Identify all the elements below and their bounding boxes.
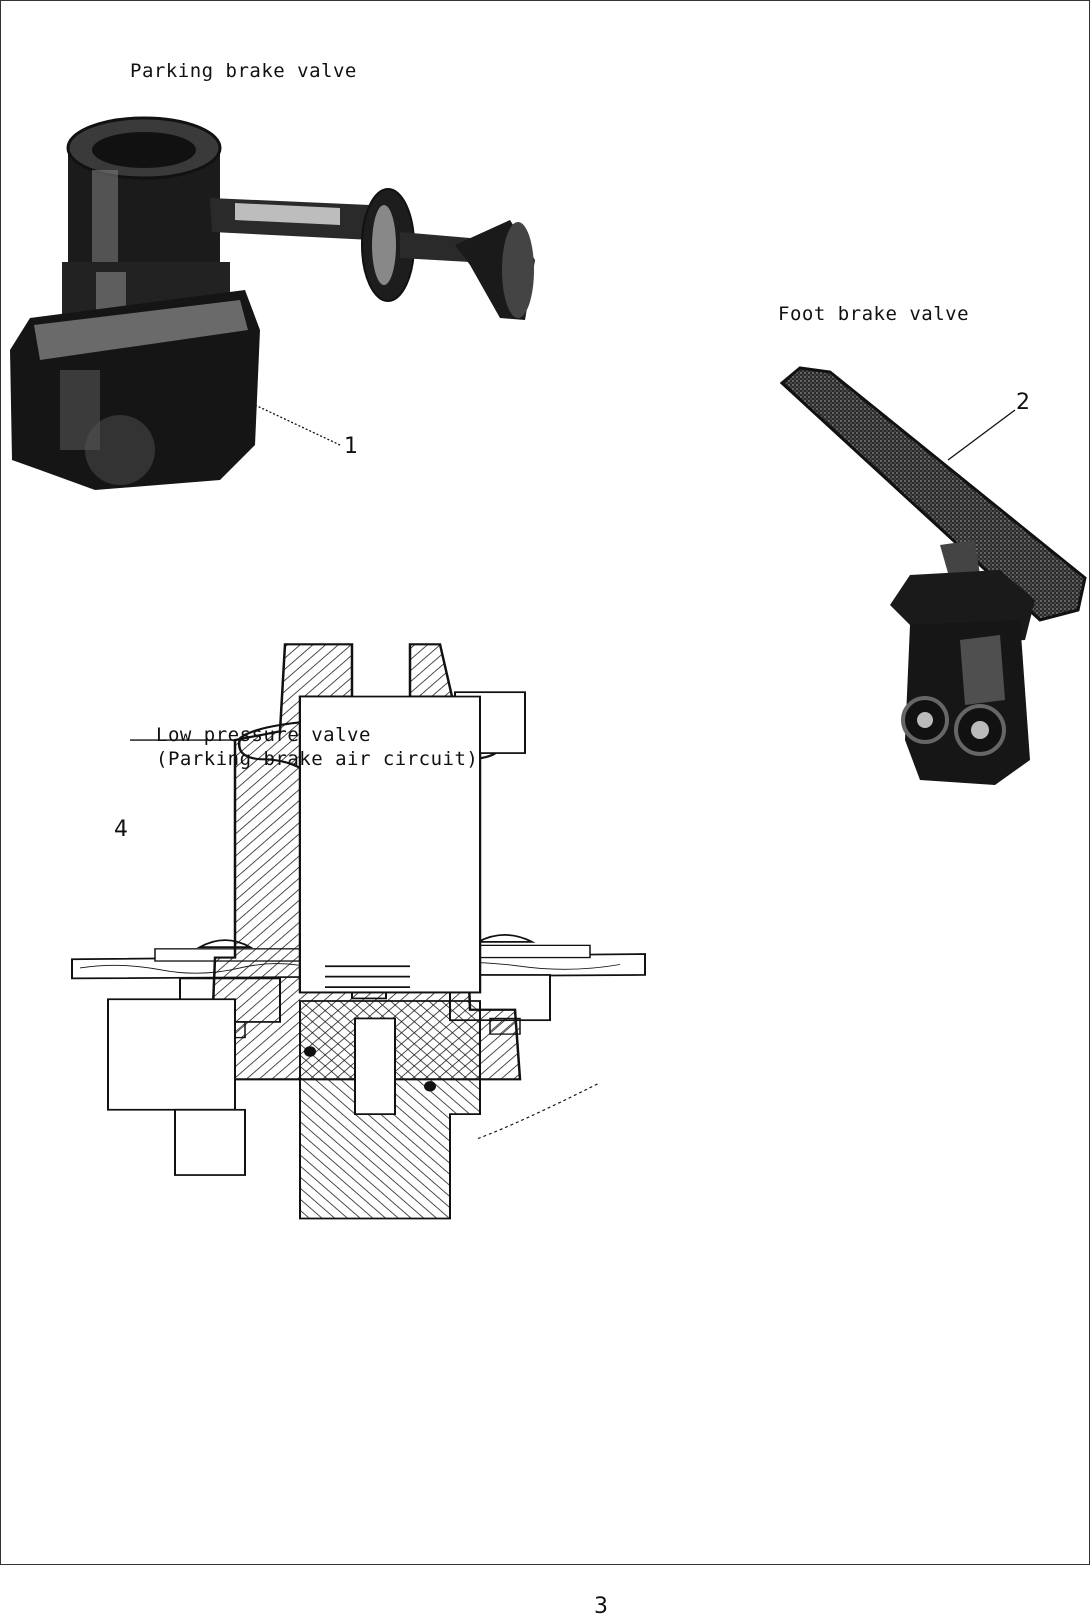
pbv-collar-face: [372, 205, 396, 285]
pbv-port: [85, 415, 155, 485]
pbv-cap-opening: [92, 132, 196, 168]
lpv-mount-lower: [174, 1108, 246, 1176]
lpv-bore: [299, 695, 481, 994]
pbv-knob-face: [502, 222, 534, 318]
pbv-flange-top: [34, 300, 248, 360]
parking-brake-valve-caption: Parking brake valve: [130, 60, 357, 82]
low-pressure-valve-caption: Low pressure valve: [156, 724, 371, 746]
fbv-port-right-center: [971, 721, 989, 739]
fbv-pedal-hinge: [940, 540, 980, 580]
callout-4: 4: [114, 817, 128, 842]
lpv-mount-block: [107, 998, 236, 1111]
callout-1: 1: [344, 434, 358, 459]
callout-3: 3: [594, 1594, 608, 1619]
lpv-piston-stem: [354, 1017, 396, 1116]
lpv-spring: [325, 965, 410, 988]
low-pressure-valve-section: [71, 643, 646, 1220]
leader-line-2: [947, 409, 1016, 461]
low-pressure-valve-subcaption: (Parking brake air circuit): [156, 748, 479, 770]
fbv-pedal: [779, 366, 1087, 622]
foot-brake-valve-caption: Foot brake valve: [778, 303, 970, 325]
fbv-port-left-center: [917, 712, 933, 728]
pbv-body-highlight: [60, 370, 100, 450]
fbv-body-highlight: [960, 635, 1005, 705]
lpv-oring: [424, 1081, 436, 1092]
lpv-oring: [304, 1046, 316, 1057]
leader-line-1: [254, 404, 341, 446]
pbv-lever-highlight: [235, 203, 340, 225]
diagram-drawing: [10, 116, 1087, 1220]
pbv-stem: [400, 232, 470, 262]
leader-line-3: [477, 1083, 599, 1140]
pbv-cap-highlight: [92, 170, 118, 265]
parking-brake-valve-illustration: [10, 116, 535, 490]
callout-2: 2: [1016, 390, 1030, 415]
lpv-screw-right-head: [474, 934, 536, 943]
foot-brake-valve-illustration: [779, 366, 1087, 785]
